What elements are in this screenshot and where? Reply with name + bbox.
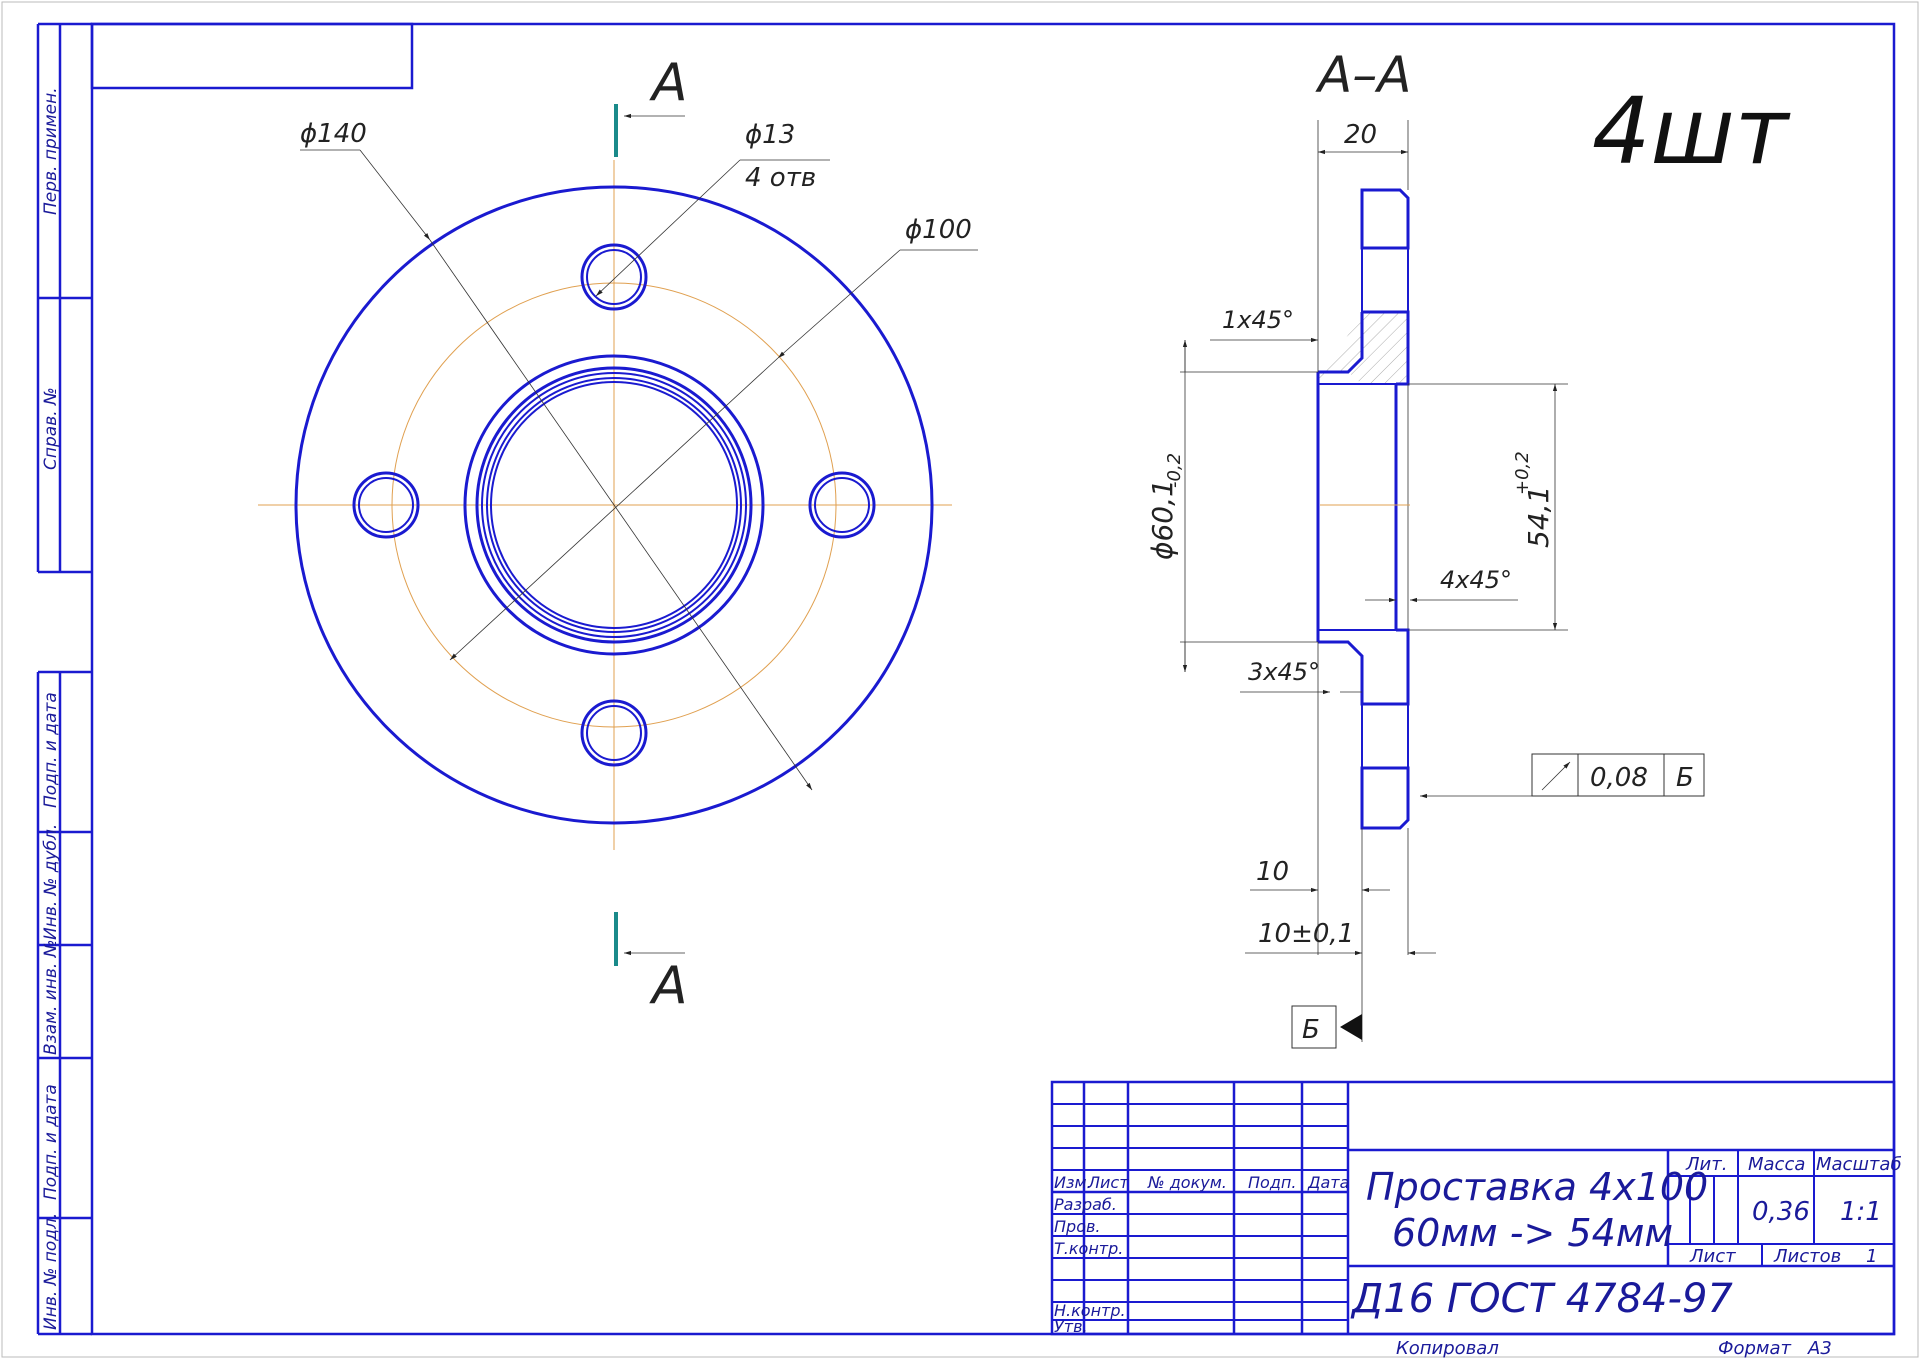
tb-role-tkontr: Т.контр. — [1054, 1239, 1123, 1258]
side-stamp-labels: Перв. примен. Справ. № Подп. и дата Инв.… — [41, 87, 61, 1330]
tb-format-label: Формат — [1718, 1338, 1792, 1359]
stamp-podp-data-2: Подп. и дата — [41, 1084, 61, 1200]
dim-dia-inner: 54,1 — [1522, 486, 1555, 548]
runout-arrow-icon — [1541, 761, 1571, 791]
tb-col-izm: Изм. — [1054, 1173, 1092, 1192]
tb-role-razrab: Разраб. — [1054, 1195, 1117, 1214]
dim-chamfer-inner: 4x45° — [1440, 566, 1512, 594]
stamp-podp-data-1: Подп. и дата — [41, 692, 61, 808]
section-view: A–A 20 1x45° ϕ60,1 -0,2 — [1146, 46, 1705, 1049]
bolt-hole — [808, 471, 876, 539]
section-mark-bottom: A — [649, 956, 688, 1016]
dim-dia-spigot-tol: -0,2 — [1164, 453, 1185, 488]
tb-role-prov: Пров. — [1054, 1217, 1101, 1236]
tb-col-data: Дата — [1307, 1173, 1349, 1192]
dim-10-tol: 10±0,1 — [1258, 919, 1354, 949]
tb-sheet-label: Лист — [1689, 1246, 1736, 1267]
quantity-note: 4шт — [1592, 78, 1791, 185]
datum-label: Б — [1302, 1015, 1320, 1045]
stamp-inv-podl: Инв. № подл. — [41, 1213, 61, 1330]
stamp-vzam-inv: Взам. инв. № — [41, 940, 61, 1055]
section-mark-top: A — [649, 53, 688, 113]
tb-sheets-label: Листов — [1773, 1246, 1841, 1267]
dim-10: 10 — [1256, 857, 1289, 887]
title-block: Изм. Лист № докум. Подп. Дата Разраб. Пр… — [1050, 1080, 1902, 1359]
bolt-hole — [580, 243, 648, 311]
runout-datum: Б — [1676, 763, 1694, 793]
tb-mass-label: Масса — [1748, 1154, 1805, 1175]
tb-format-value: А3 — [1807, 1338, 1832, 1359]
stamp-perv-primen: Перв. примен. — [41, 87, 61, 215]
flange-outer-circle — [294, 185, 934, 825]
tb-material: Д16 ГОСТ 4784-97 — [1350, 1276, 1733, 1322]
tb-col-list: Лист — [1087, 1173, 1129, 1192]
runout-value: 0,08 — [1590, 763, 1648, 793]
dim-dia-pcd: ϕ100 — [905, 215, 972, 245]
dim-width: 20 — [1344, 120, 1377, 150]
tb-sheets-value: 1 — [1866, 1246, 1877, 1267]
bolt-hole — [352, 471, 420, 539]
tb-scale-value: 1:1 — [1840, 1197, 1882, 1227]
tb-role-utv: Утв. — [1054, 1317, 1088, 1336]
front-view: ϕ140 ϕ13 4 отв ϕ100 A A — [258, 53, 978, 1016]
tb-col-podp: Подп. — [1248, 1173, 1296, 1192]
datum-marker: Б — [1291, 1005, 1362, 1049]
tb-scale-label: Масштаб — [1816, 1154, 1902, 1175]
tb-name-line2: 60мм -> 54мм — [1392, 1211, 1673, 1255]
tb-role-nkontr: Н.контр. — [1054, 1301, 1126, 1320]
runout-tolerance-frame: 0,08 Б — [1420, 753, 1705, 799]
tb-lit-label: Лит. — [1685, 1154, 1727, 1175]
dim-dia-spigot: ϕ60,1 — [1146, 479, 1179, 560]
dim-chamfer-bottom: 3x45° — [1248, 658, 1320, 686]
bolt-hole — [580, 699, 648, 767]
tb-name-line1: Проставка 4x100 — [1366, 1165, 1708, 1209]
dim-dia-outer: ϕ140 — [300, 119, 367, 149]
tb-col-dokum: № докум. — [1147, 1173, 1227, 1192]
dim-chamfer-top: 1x45° — [1222, 306, 1294, 334]
stamp-sprav-no: Справ. № — [41, 387, 61, 470]
stamp-inv-dubl: Инв. № дубл. — [41, 824, 61, 940]
tb-copied-label: Копировал — [1396, 1338, 1499, 1359]
section-title: A–A — [1315, 46, 1411, 104]
dim-dia-hole: ϕ13 — [745, 120, 795, 150]
tb-mass-value: 0,36 — [1752, 1197, 1810, 1227]
dim-hole-count: 4 отв — [745, 163, 816, 193]
dim-dia-inner-tol: +0,2 — [1512, 451, 1533, 495]
